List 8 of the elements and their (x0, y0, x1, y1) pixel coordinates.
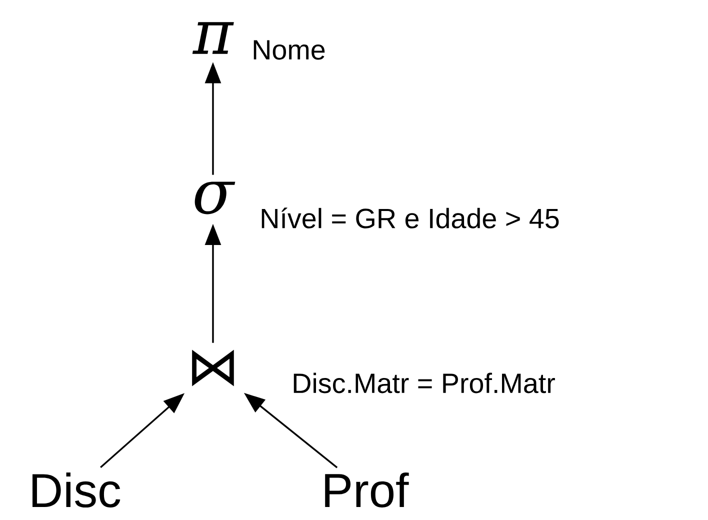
operator-symbol: σ (194, 182, 236, 214)
subscript-condition: Nível = GR e Idade > 45 (262, 208, 559, 228)
subscript-condition: Nome (254, 40, 325, 60)
relation-name: Prof (325, 472, 409, 508)
operator-symbol: ⋈ (192, 350, 234, 386)
relation-name: Disc (32, 472, 120, 508)
subscript-condition: Disc.Matr = Prof.Matr (294, 372, 555, 394)
operator-symbol: π (192, 22, 234, 54)
